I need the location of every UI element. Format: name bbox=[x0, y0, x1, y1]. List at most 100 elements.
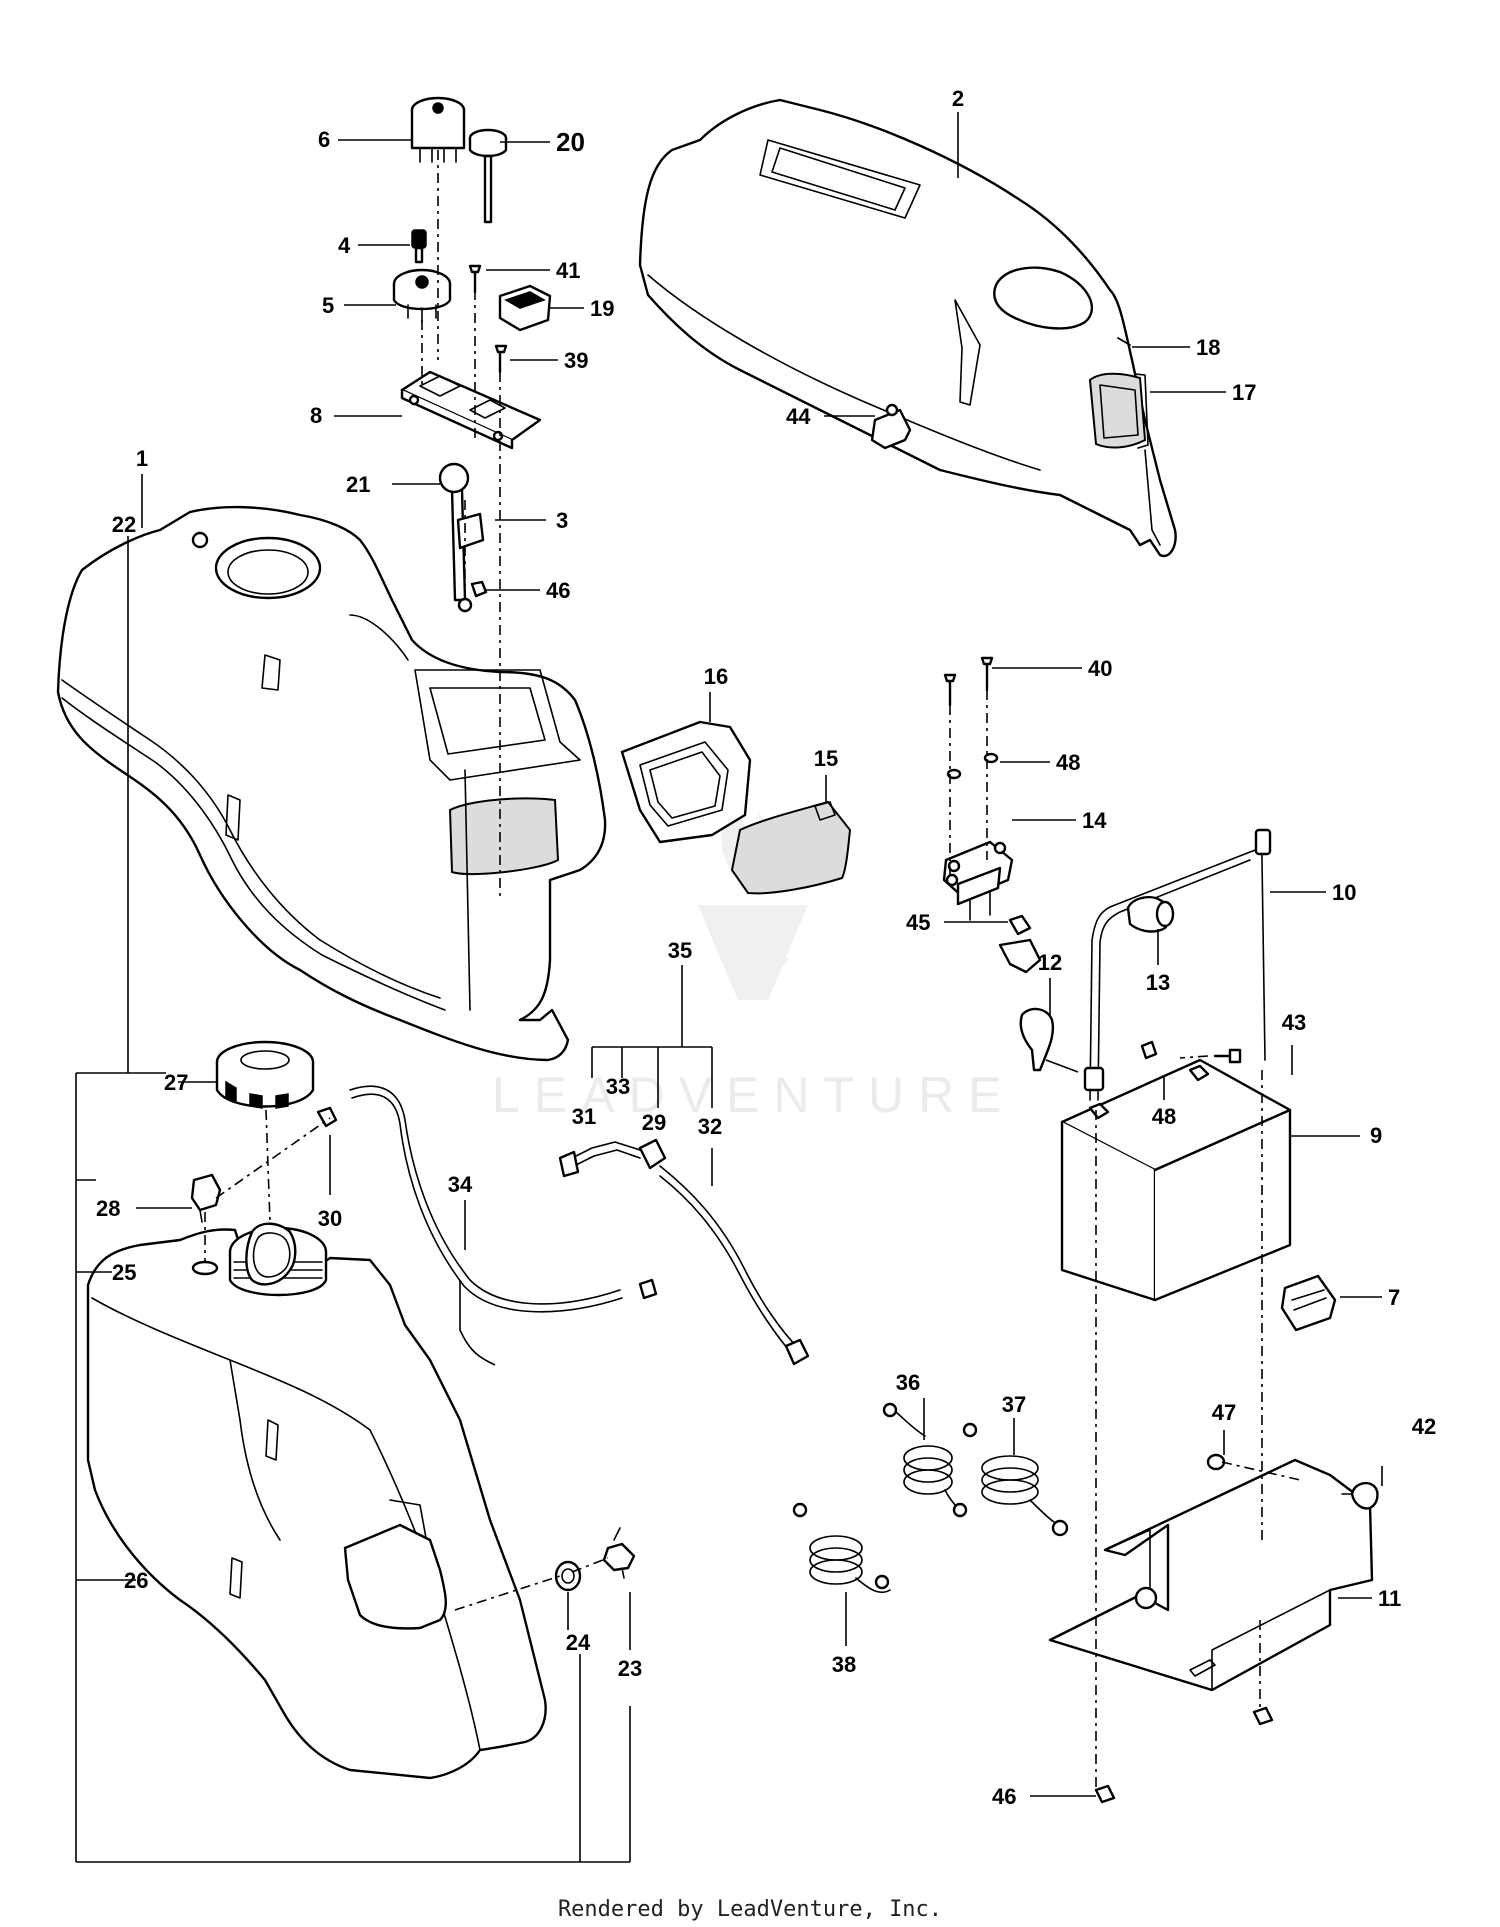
callout-38: 38 bbox=[832, 1652, 856, 1677]
callout-26: 26 bbox=[124, 1568, 148, 1593]
callout-2: 2 bbox=[952, 86, 964, 111]
part-19-switch bbox=[498, 284, 552, 332]
part-26-heat-shield bbox=[343, 1523, 447, 1630]
part-14-solenoid bbox=[942, 840, 1014, 921]
part-48-washer-a bbox=[946, 752, 999, 780]
callout-36: 36 bbox=[896, 1370, 920, 1395]
callout-45: 45 bbox=[906, 910, 930, 935]
callout-21: 21 bbox=[346, 472, 370, 497]
part-20-knob bbox=[468, 128, 508, 224]
part-8-switch-plate bbox=[400, 370, 542, 450]
callout-42: 42 bbox=[1412, 1414, 1436, 1439]
callout-6: 6 bbox=[318, 127, 330, 152]
assembly-lines bbox=[204, 150, 1301, 1790]
callout-33: 33 bbox=[606, 1074, 630, 1099]
part-46-nut-b bbox=[1094, 1706, 1274, 1804]
callout-22: 22 bbox=[112, 512, 136, 537]
callout-31: 31 bbox=[572, 1104, 596, 1129]
callout-48a: 48 bbox=[1056, 750, 1080, 775]
part-31-fuel-line bbox=[558, 1141, 641, 1178]
callout-20: 20 bbox=[556, 127, 585, 157]
callout-27: 27 bbox=[164, 1070, 188, 1095]
callout-1: 1 bbox=[136, 446, 148, 471]
part-27-fuel-cap bbox=[215, 1040, 315, 1109]
part-28-vent bbox=[190, 1173, 222, 1223]
part-3-lever bbox=[450, 488, 485, 613]
part-37-cable bbox=[962, 1422, 1069, 1537]
leader-lines bbox=[136, 112, 1383, 1797]
callout-9: 9 bbox=[1370, 1123, 1382, 1148]
callout-32: 32 bbox=[698, 1114, 722, 1139]
callout-8: 8 bbox=[310, 403, 322, 428]
callout-44: 44 bbox=[786, 404, 811, 429]
callout-30: 30 bbox=[318, 1206, 342, 1231]
callout-7: 7 bbox=[1388, 1285, 1400, 1310]
group-bracket-35 bbox=[591, 965, 713, 1186]
callout-12: 12 bbox=[1038, 950, 1062, 975]
part-42-knob bbox=[1341, 1482, 1379, 1510]
part-47-nut bbox=[1206, 1453, 1226, 1471]
callout-25: 25 bbox=[112, 1260, 136, 1285]
group-bracket-22 bbox=[75, 536, 631, 1863]
part-16-bezel bbox=[620, 720, 752, 844]
callout-23: 23 bbox=[618, 1656, 642, 1681]
part-39-screw bbox=[494, 344, 508, 374]
callout-17: 17 bbox=[1232, 380, 1256, 405]
part-36-cable bbox=[882, 1402, 968, 1518]
part-34-fuel-line bbox=[349, 1085, 658, 1313]
part-7-relay bbox=[1280, 1274, 1337, 1332]
part-1-fender-body bbox=[56, 505, 607, 1062]
part-17-panel bbox=[1134, 373, 1149, 449]
callout-28: 28 bbox=[96, 1196, 120, 1221]
callout-3: 3 bbox=[556, 508, 568, 533]
part-46-nut-a bbox=[470, 580, 488, 598]
part-6-pto-switch bbox=[410, 96, 466, 163]
part-24-grommet bbox=[554, 1560, 582, 1592]
part-11-battery-tray bbox=[1048, 1458, 1374, 1692]
part-25-washer bbox=[191, 1260, 219, 1276]
callout-39: 39 bbox=[564, 348, 588, 373]
callout-11: 11 bbox=[1378, 1586, 1401, 1611]
callout-37: 37 bbox=[1002, 1392, 1026, 1417]
callout-labels: 1 2 3 4 5 6 7 8 9 10 11 12 13 14 15 16 1… bbox=[96, 86, 1436, 1809]
callout-13: 13 bbox=[1146, 970, 1170, 995]
part-38-cable bbox=[792, 1502, 891, 1594]
part-21-ball-knob bbox=[438, 462, 470, 494]
part-15-cover bbox=[730, 800, 852, 895]
callout-41: 41 bbox=[556, 258, 580, 283]
callout-35: 35 bbox=[668, 938, 692, 963]
callout-34: 34 bbox=[448, 1172, 473, 1197]
callout-48b: 48 bbox=[1152, 1104, 1176, 1129]
part-32-fuel-line bbox=[659, 1165, 810, 1366]
part-45-nut bbox=[998, 914, 1042, 974]
part-23-fitting bbox=[602, 1527, 636, 1579]
callout-47: 47 bbox=[1212, 1400, 1236, 1425]
part-5-ignition-switch bbox=[392, 268, 452, 323]
part-4-key bbox=[411, 229, 427, 264]
part-10-battery-cable bbox=[1083, 828, 1272, 1101]
part-48-washer-b bbox=[1140, 1040, 1158, 1060]
part-27-gasket bbox=[245, 1222, 297, 1286]
callout-5: 5 bbox=[322, 293, 334, 318]
callout-29: 29 bbox=[642, 1110, 666, 1135]
footer-credit: Rendered by LeadVenture, Inc. bbox=[558, 1897, 942, 1922]
part-41-screw bbox=[468, 264, 482, 294]
part-12-connector bbox=[1019, 1007, 1055, 1072]
callout-4: 4 bbox=[338, 233, 351, 258]
callout-18: 18 bbox=[1196, 335, 1220, 360]
callout-14: 14 bbox=[1082, 808, 1107, 833]
callout-46b: 46 bbox=[992, 1784, 1016, 1809]
callout-16: 16 bbox=[704, 664, 728, 689]
part-40-screw bbox=[943, 656, 994, 707]
part-29-fuel-filter bbox=[638, 1138, 667, 1170]
callout-24: 24 bbox=[566, 1630, 591, 1655]
part-43-bolt bbox=[1213, 1048, 1242, 1064]
callout-15: 15 bbox=[814, 746, 838, 771]
part-9-battery bbox=[1060, 1058, 1292, 1302]
part-13-terminal-boot bbox=[1126, 896, 1175, 933]
part-2-rear-cover bbox=[638, 98, 1177, 558]
part-18-panel bbox=[1117, 337, 1131, 346]
callout-46a: 46 bbox=[546, 578, 570, 603]
callout-10: 10 bbox=[1332, 880, 1356, 905]
